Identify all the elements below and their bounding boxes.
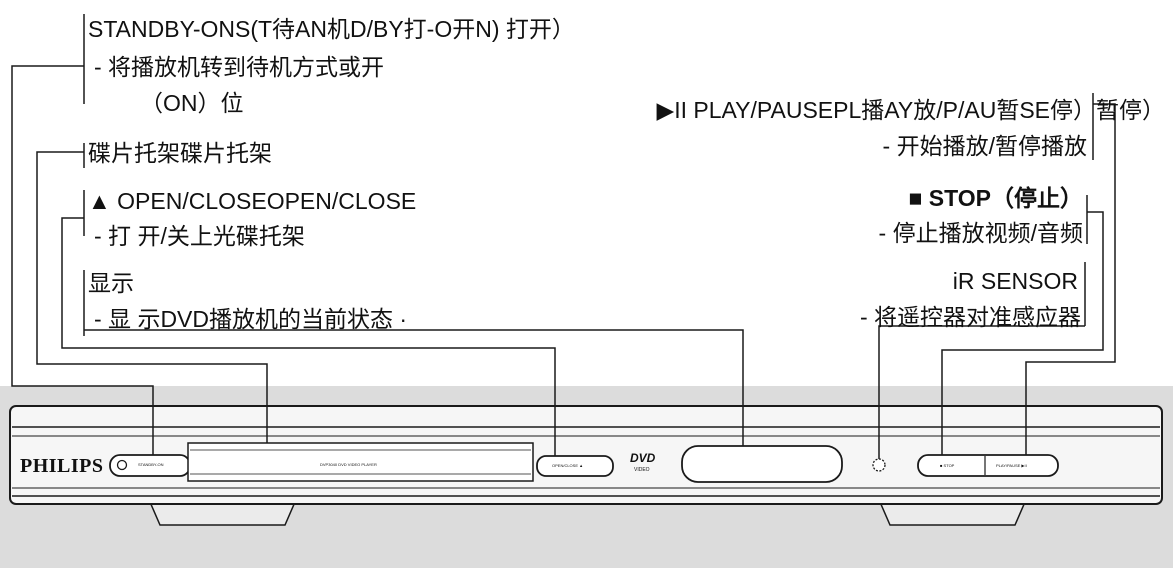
right-foot (878, 501, 1027, 526)
standby-button-label: STANDBY-ON (138, 462, 164, 467)
open-close-button-label: OPEN/CLOSE ▲ (552, 463, 584, 468)
stop-title: ■ STOP（停止） (908, 185, 1084, 211)
open-close-title: ▲ OPEN/CLOSEOPEN/CLOSE (88, 188, 417, 214)
leader-stop (941, 195, 1104, 455)
brand-logo: PHILIPS (20, 455, 104, 477)
leader-play-pause (1025, 93, 1116, 455)
ir-sensor (872, 458, 886, 472)
power-icon (116, 459, 128, 471)
open-close-button (536, 455, 614, 477)
display-title: 显示 (88, 270, 134, 296)
dvd-logo: DVD (630, 451, 656, 465)
display-desc: - 显 示DVD播放机的当前状态 · (94, 306, 408, 332)
leader-display (83, 270, 744, 446)
standby-desc-line2: （ON）位 (140, 90, 244, 116)
play-pause-desc: - 开始播放/暂停播放 (882, 133, 1087, 159)
stop-play-capsule (917, 454, 1059, 477)
stop-desc: - 停止播放视频/音频 (878, 220, 1083, 246)
display-window (681, 445, 843, 483)
standby-title: STANDBY-ONS(T待AN机D/BY打-O开N) 打开） (88, 16, 575, 42)
ir-desc: - 将遥控器对准感应器 (859, 304, 1081, 330)
leader-open-close (61, 190, 556, 456)
dvd-logo-sub: VIDEO (634, 467, 650, 473)
stop-button-label: ■ STOP (940, 463, 955, 468)
standby-desc-line1: - 将播放机转到待机方式或开 (94, 54, 385, 80)
play-pause-title: ▶II PLAY/PAUSEPL播AY放/P/AU暂SE停）暂停） (656, 97, 1165, 123)
leader-ir (878, 262, 1086, 459)
disc-tray (187, 442, 534, 482)
leader-tray (36, 143, 268, 443)
ir-title: iR SENSOR (952, 268, 1078, 294)
play-pause-button-label: PLAY/PAUSE ▶II (996, 463, 1027, 468)
tray-title: 碟片托架碟片托架 (88, 140, 272, 166)
tray-label: DVP3040 DVD VIDEO PLAYER (320, 462, 377, 467)
open-close-desc: - 打 开/关上光碟托架 (94, 223, 305, 249)
leader-standby (11, 14, 154, 455)
left-foot (148, 501, 297, 526)
